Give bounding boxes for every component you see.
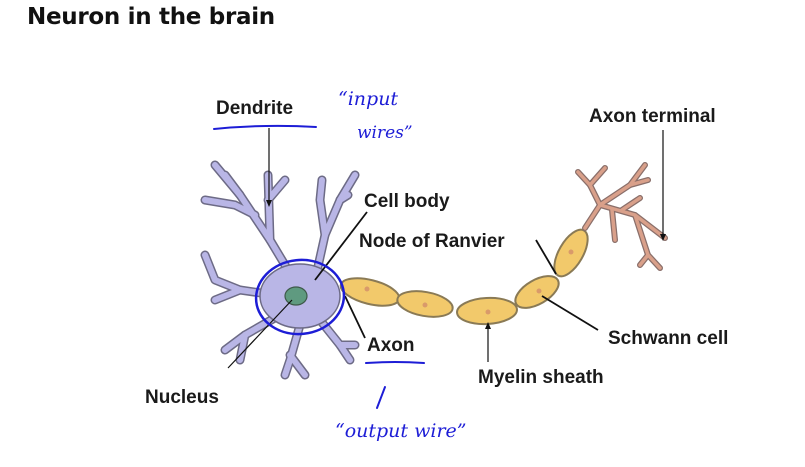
arrowhead	[485, 322, 491, 329]
axon-terminal	[575, 162, 668, 271]
arrowhead	[660, 234, 666, 241]
arrowhead	[266, 200, 272, 207]
nucleus-pointer	[227, 299, 293, 369]
node-of-ranvier-pointer	[535, 239, 557, 275]
annotation-input-wires-line1: “input	[338, 88, 399, 110]
label-myelin-sheath: Myelin sheath	[478, 367, 604, 388]
handwritten-marks	[213, 124, 425, 409]
label-cell-body: Cell body	[364, 191, 450, 212]
cell-body-pointer	[314, 211, 368, 281]
slide-title: Neuron in the brain	[27, 4, 275, 30]
label-axon: Axon	[367, 335, 415, 356]
pointer-lines	[227, 128, 664, 369]
schwann-cell-pointer	[541, 295, 599, 331]
axon-pointer	[344, 295, 366, 339]
annotation-input-wires-line2: wires”	[357, 123, 413, 143]
axon-underline	[365, 361, 425, 364]
nucleus	[284, 286, 308, 306]
label-axon-terminal: Axon terminal	[589, 106, 716, 127]
annotation-output-wire: “output wire”	[335, 420, 467, 442]
cell-body-circle	[254, 258, 346, 336]
label-nucleus: Nucleus	[145, 387, 219, 408]
myelin-sheath	[339, 228, 589, 326]
output-tick	[376, 386, 386, 409]
label-dendrite: Dendrite	[216, 98, 294, 119]
schwann-cell-segment	[339, 277, 401, 307]
label-schwann-cell: Schwann cell	[608, 328, 729, 349]
label-node-of-ranvier: Node of Ranvier	[359, 231, 505, 252]
dendrite-underline	[213, 124, 317, 130]
